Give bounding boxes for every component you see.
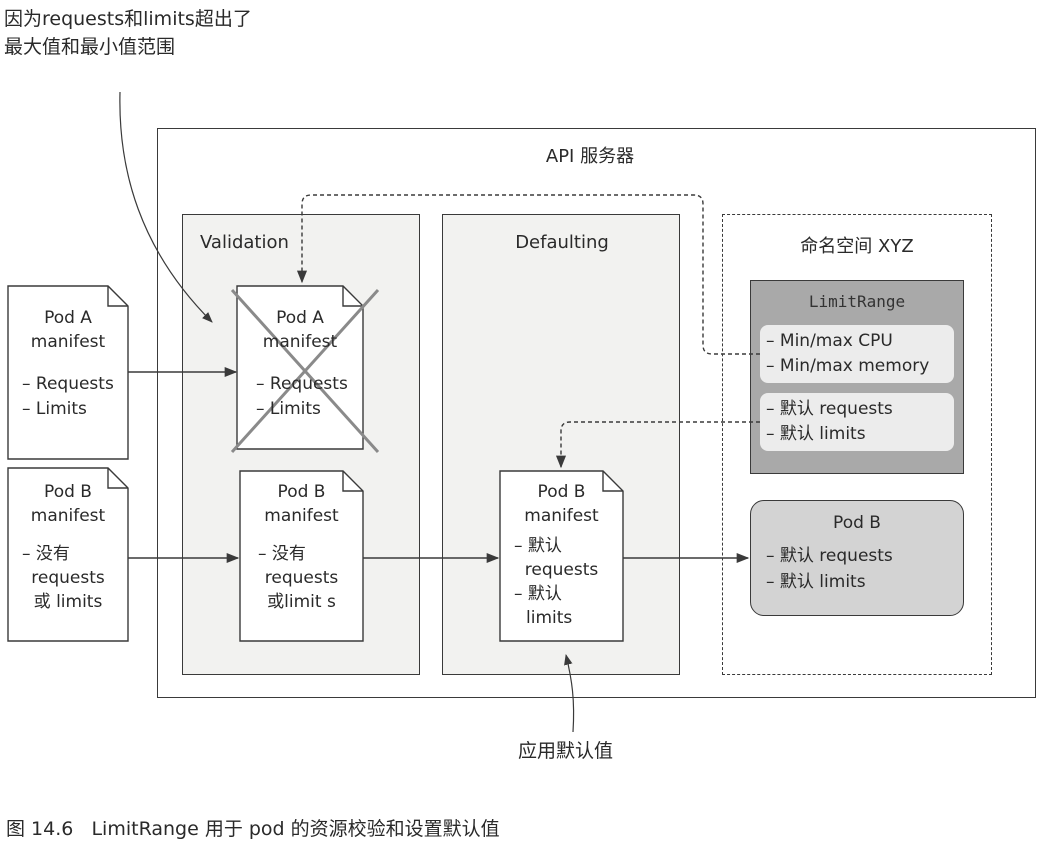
dashed-arrow-minmax-to-validation [296, 194, 760, 355]
pod-b-validation-none: – 没有 [258, 544, 306, 564]
pod-b-validation-requests: requests [264, 568, 339, 588]
pod-b-final-limits: – 默认 limits [766, 572, 866, 592]
pod-a-input-subtitle: manifest [30, 332, 106, 352]
pod-a-input-requests: – Requests [22, 374, 114, 394]
pod-b-final-title: Pod B [833, 513, 881, 533]
dashed-arrow-defaults-to-defaulting [555, 421, 760, 469]
pod-b-input-text: Pod B manifest [8, 480, 128, 528]
annotation-bottom: 应用默认值 [518, 740, 614, 762]
pod-b-input-requests: requests [31, 568, 105, 588]
limitrange-default-limits: – 默认 limits [766, 424, 866, 444]
pod-b-validation-doc [239, 470, 364, 642]
pod-b-final-box [750, 500, 964, 616]
validation-title: Validation [200, 232, 289, 253]
pod-b-validation-title: Pod B [277, 482, 326, 502]
pod-b-input-or-limits: 或 limits [33, 592, 103, 612]
limitrange-min-max-memory: – Min/max memory [766, 356, 930, 376]
pod-b-defaulting-default-2: – 默认 [514, 584, 562, 604]
pod-b-validation-body: – 没有 requests 或limit s [240, 542, 363, 614]
pod-a-input-title: Pod A [44, 308, 92, 328]
pod-b-validation-doc-fold [342, 471, 363, 492]
pod-b-defaulting-doc-fold [602, 471, 623, 492]
api-server-title: API 服务器 [545, 146, 635, 167]
pod-a-validation-subtitle: manifest [262, 332, 338, 352]
pod-b-defaulting-doc [499, 470, 624, 642]
pod-a-validation-doc-fold [342, 286, 363, 307]
pod-a-input-doc-fold [107, 286, 128, 307]
pod-b-input-doc [7, 467, 129, 642]
pod-b-final-requests: – 默认 requests [766, 546, 893, 566]
pod-b-input-subtitle: manifest [30, 506, 106, 526]
limitrange-min-max-cpu: – Min/max CPU [766, 331, 893, 351]
reject-cross-line-2 [230, 288, 380, 454]
pod-a-validation-requests: – Requests [256, 374, 348, 394]
namespace-title: 命名空间 XYZ [800, 236, 914, 257]
pod-b-input-none: – 没有 [22, 544, 70, 564]
annotation-top-line2: 最大值和最小值范围 [4, 36, 176, 58]
api-server-frame [157, 128, 1036, 698]
pod-b-input-doc-fold [107, 468, 128, 489]
pod-a-input-doc [7, 285, 129, 460]
namespace-panel [722, 214, 992, 675]
pod-a-input-text: Pod A manifest [8, 306, 128, 354]
limitrange-default-requests: – 默认 requests [766, 399, 893, 419]
defaulting-title: Defaulting [515, 232, 609, 253]
pod-b-input-title: Pod B [44, 482, 92, 502]
pod-b-defaulting-text: Pod B manifest [500, 480, 623, 528]
limitrange-minmax-group: – Min/max CPU – Min/max memory [760, 325, 954, 383]
annotation-top-line1: 因为requests和limits超出了 [4, 8, 252, 30]
pod-b-validation-or-limits: 或limit s [267, 592, 336, 612]
annotation-bottom-pointer [564, 653, 575, 733]
pod-b-defaulting-default-1: – 默认 [514, 536, 562, 556]
limitrange-default-group: – 默认 requests – 默认 limits [760, 393, 954, 451]
annotation-top-pointer [119, 91, 213, 323]
pod-a-validation-text: Pod A manifest [237, 306, 363, 354]
figure-caption: 图 14.6 LimitRange 用于 pod 的资源校验和设置默认值 [6, 818, 500, 840]
pod-b-input-body: – 没有 requests 或 limits [8, 542, 128, 614]
pod-b-defaulting-title: Pod B [537, 482, 586, 502]
pod-b-defaulting-subtitle: manifest [524, 506, 599, 526]
pod-b-defaulting-body: – 默认 requests – 默认 limits [500, 534, 623, 630]
limitrange-title: LimitRange [808, 292, 906, 311]
pod-b-validation-subtitle: manifest [264, 506, 339, 526]
pod-b-validation-text: Pod B manifest [240, 480, 363, 528]
pod-a-input-limits: – Limits [22, 399, 87, 419]
pod-b-defaulting-requests: requests [524, 560, 599, 580]
pod-a-validation-limits: – Limits [256, 399, 321, 419]
pod-a-validation-title: Pod A [276, 308, 324, 328]
pod-b-defaulting-limits: limits [526, 608, 573, 628]
